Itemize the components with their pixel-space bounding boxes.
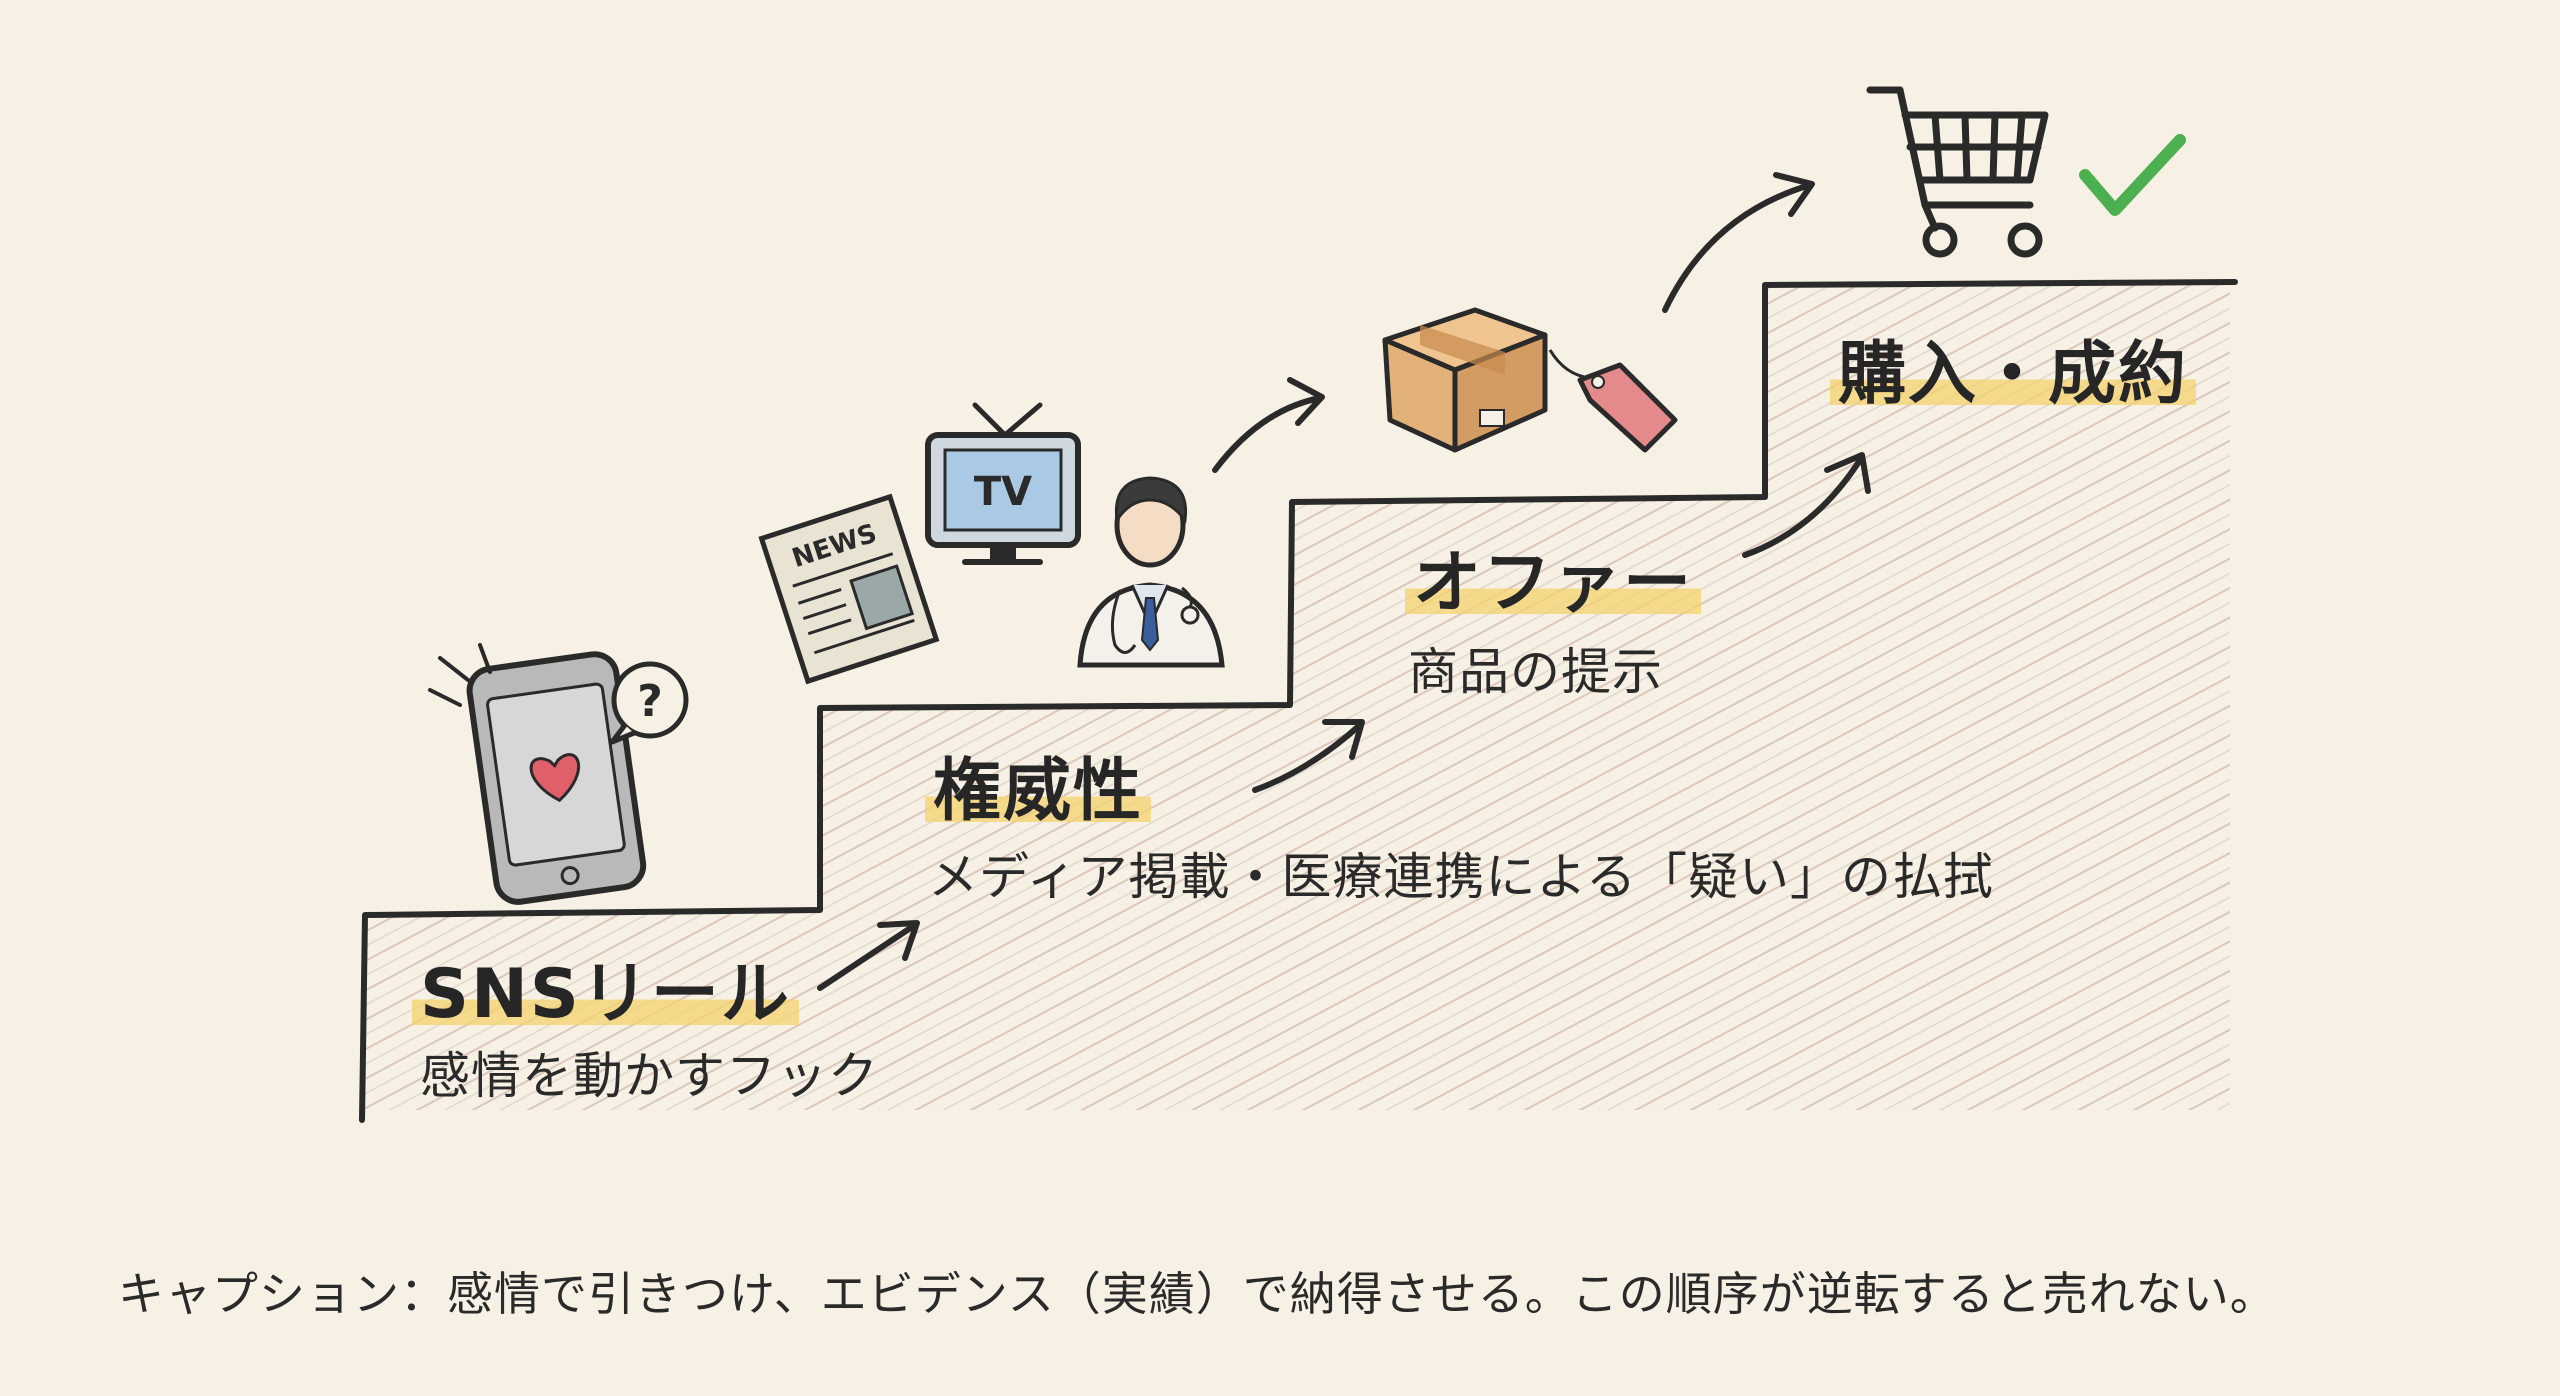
doctor-icon bbox=[1077, 476, 1225, 668]
arrow-icon-1 bbox=[817, 920, 920, 991]
question-bubble-icon: ? bbox=[609, 661, 689, 745]
arrow-icon-3 bbox=[1742, 452, 1871, 558]
tag-icon bbox=[1548, 349, 1678, 453]
step-2-title: 権威性 bbox=[925, 735, 1152, 834]
svg-text:TV: TV bbox=[974, 469, 1032, 515]
arrow-icon-5 bbox=[1662, 172, 1815, 313]
caption: キャプション：感情で引きつけ、エビデンス（実績）で納得させる。この順序が逆転する… bbox=[118, 1267, 2277, 1321]
step-1-subtitle: 感情を動かすフック bbox=[420, 1047, 879, 1105]
box-icon bbox=[1382, 307, 1548, 453]
shopping-cart-icon bbox=[1866, 86, 2049, 258]
step-3-title: オファー bbox=[1405, 527, 1702, 626]
newspaper-icon: NEWS bbox=[758, 493, 940, 685]
tv-icon: TV bbox=[925, 402, 1081, 565]
svg-text:?: ? bbox=[637, 676, 663, 727]
check-icon bbox=[2079, 134, 2186, 216]
step-3-subtitle: 商品の提示 bbox=[1408, 643, 1663, 701]
heart-icon bbox=[529, 753, 581, 803]
step-2-subtitle: メディア掲載・医療連携による「疑い」の払拭 bbox=[928, 848, 1994, 906]
smartphone-icon bbox=[428, 643, 647, 905]
staircase-fill bbox=[365, 282, 2230, 1110]
step-arrows bbox=[817, 172, 1871, 991]
arrow-icon-4 bbox=[1212, 377, 1325, 473]
step-4-title: 購入・成約 bbox=[1830, 318, 2197, 417]
arrow-icon-2 bbox=[1252, 719, 1365, 793]
staircase-outline bbox=[359, 279, 2238, 1123]
step-1-title: SNSリール bbox=[412, 938, 799, 1037]
